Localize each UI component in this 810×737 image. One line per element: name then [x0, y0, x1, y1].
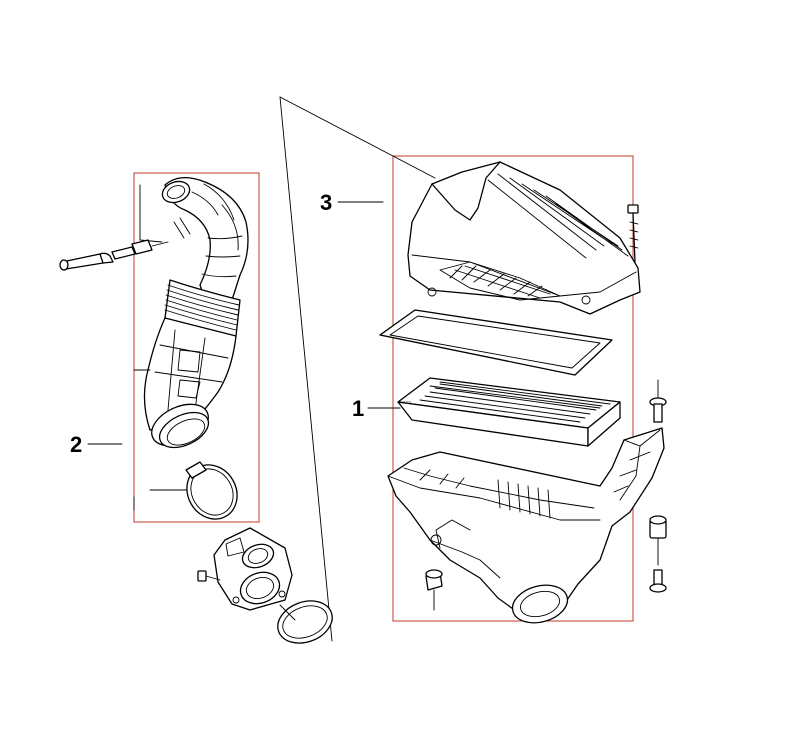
svg-text:▭▭: ▭▭: [400, 400, 412, 406]
housing-grommet-part: [425, 569, 443, 611]
air-filter-element-part: ▭▭: [397, 377, 621, 447]
adapter-flange-part: [213, 527, 293, 611]
callout-2: 2: [70, 432, 82, 457]
group-separator-lines: [279, 96, 436, 642]
mount-bolt-upper-part: [649, 379, 667, 423]
oring-seal-part: [277, 600, 333, 644]
intake-hose-part: [143, 177, 249, 449]
cover-screw-part: [627, 204, 639, 263]
mount-bolt-lower-part: [649, 569, 667, 593]
callout-3: 3: [320, 190, 332, 215]
air-cleaner-lower-housing-part: [387, 427, 665, 624]
frame-intake-hose-group: [133, 172, 260, 523]
mount-grommet-part: [649, 515, 667, 566]
callout-1: 1: [352, 396, 364, 421]
frame-air-filter-housing-group: [392, 155, 634, 622]
filter-gasket-part: [379, 309, 613, 376]
air-cleaner-cover-part: [407, 161, 641, 315]
hose-clamp-part: [185, 461, 238, 520]
adapter-bolt-part: [197, 570, 221, 582]
left-group-leaders: [133, 184, 191, 511]
vent-tube-part: [59, 239, 169, 271]
